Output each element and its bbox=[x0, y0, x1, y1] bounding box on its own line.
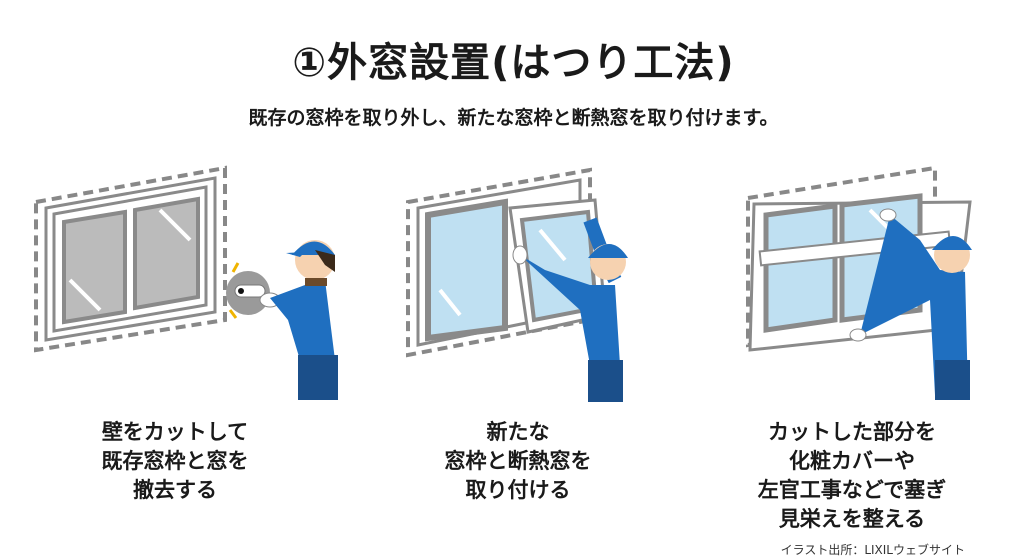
step-3-caption: カットした部分を 化粧カバーや 左官工事などで塞ぎ 見栄えを整える bbox=[702, 418, 1002, 534]
illustration-worker-finishing-window bbox=[746, 165, 972, 400]
caption-line: 化粧カバーや bbox=[789, 449, 915, 473]
caption-line: 壁をカットして bbox=[101, 420, 249, 444]
caption-line: 新たな bbox=[486, 420, 550, 444]
page-title: ①外窓設置(はつり工法) bbox=[292, 40, 735, 86]
caption-line: 左官工事などで塞ぎ bbox=[757, 478, 947, 502]
image-credit: イラスト出所：LIXILウェブサイト bbox=[780, 543, 965, 557]
page-subtitle: 既存の窓枠を取り外し、新たな窓枠と断熱窓を取り付けます。 bbox=[248, 107, 779, 129]
caption-line: 見栄えを整える bbox=[778, 507, 926, 531]
caption-line: 撤去する bbox=[133, 478, 217, 502]
caption-line: 窓枠と断熱窓を bbox=[444, 449, 592, 473]
step-1-caption: 壁をカットして 既存窓枠と窓を 撤去する bbox=[25, 418, 325, 505]
step-2-caption: 新たな 窓枠と断熱窓を 取り付ける bbox=[368, 418, 668, 505]
caption-line: 取り付ける bbox=[465, 478, 571, 502]
illustration-worker-cutting-wall bbox=[34, 165, 338, 400]
caption-line: カットした部分を bbox=[768, 420, 936, 444]
caption-line: 既存窓枠と窓を bbox=[101, 449, 249, 473]
illustration-worker-installing-window bbox=[406, 167, 628, 402]
